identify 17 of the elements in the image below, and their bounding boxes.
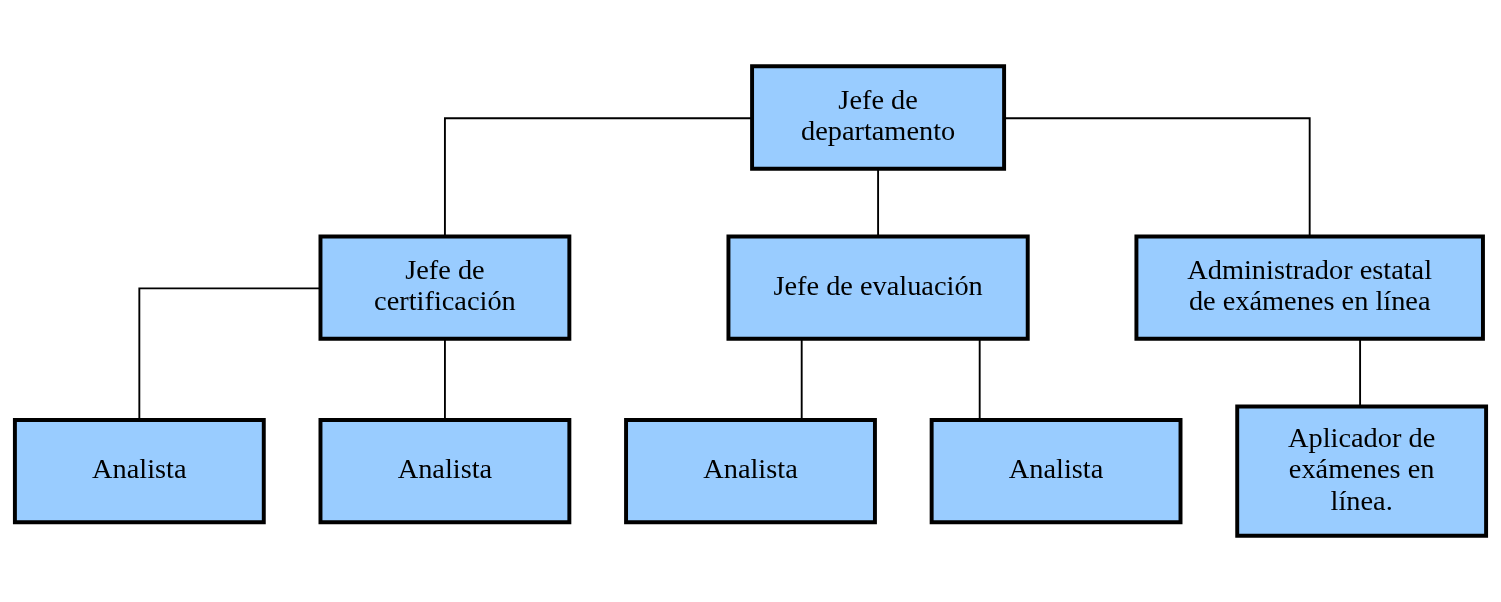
- node-box: Administrador estatal de exámenes en línea: [1134, 234, 1485, 341]
- node-box: Aplicador de exámenes en línea.: [1235, 404, 1489, 538]
- node-box: Analista: [624, 417, 877, 525]
- connector: [978, 338, 981, 421]
- connector: [443, 338, 446, 421]
- connector: [877, 168, 880, 238]
- connector: [443, 117, 753, 238]
- connector: [800, 338, 803, 421]
- node-box: Jefe de evaluación: [726, 234, 1030, 341]
- connector: [138, 287, 322, 421]
- node-box: Jefe de certificación: [318, 234, 572, 341]
- connector: [1003, 117, 1311, 238]
- node-box: Analista: [929, 417, 1183, 525]
- node-box: Analista: [12, 417, 266, 525]
- node-box: Jefe de departamento: [750, 64, 1007, 171]
- node-box: Analista: [318, 417, 572, 525]
- connector: [1359, 338, 1362, 408]
